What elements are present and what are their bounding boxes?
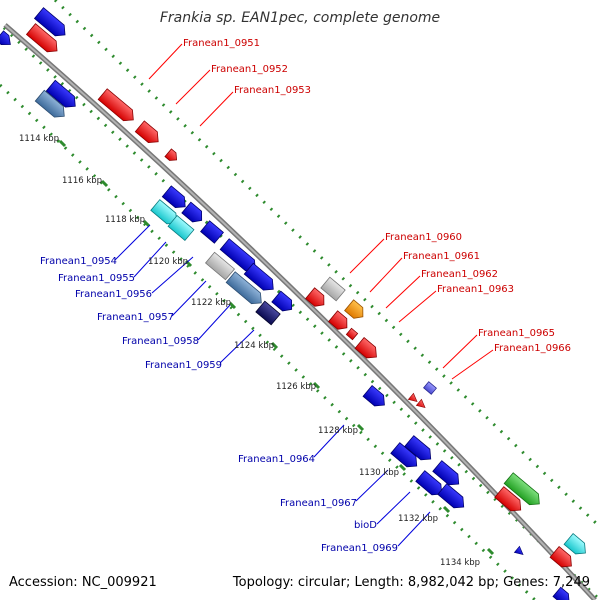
gene-top-left-blue[interactable]	[33, 7, 69, 41]
tick-labels: 1114 kbp 1116 kbp 1118 kbp 1120 kbp 1122…	[19, 134, 480, 568]
gene-label[interactable]: Franean1_0960	[385, 232, 462, 243]
tick-label: 1130 kbp	[359, 468, 399, 478]
leader-lines-bottom	[114, 224, 431, 547]
gene-franean1-0966-b[interactable]	[415, 398, 427, 410]
gene-left-steel[interactable]	[34, 89, 69, 121]
gene-franean1-0960[interactable]	[320, 276, 346, 302]
map-title: Frankia sp. EAN1pec, complete genome	[160, 10, 440, 26]
tick-label: 1126 kbp	[276, 382, 316, 392]
gene-franean1-0961[interactable]	[305, 287, 329, 310]
gene-label[interactable]: Franean1_0967	[280, 498, 357, 509]
gene-cluster-1118-blue-a[interactable]	[161, 185, 189, 212]
gene-franean1-0964[interactable]	[362, 385, 389, 411]
gene-franean1-0963[interactable]	[328, 310, 352, 333]
gene-label[interactable]: Franean1_0952	[211, 64, 288, 75]
gene-1134-cyan[interactable]	[563, 533, 590, 559]
leader-lines-top	[148, 43, 494, 380]
gene-franean1-0967[interactable]	[390, 442, 421, 472]
gene-1124-navy[interactable]	[255, 300, 281, 326]
gene-label[interactable]: Franean1_0969	[321, 543, 398, 554]
tick-label: 1120 kbp	[148, 257, 188, 267]
gene-blocks	[0, 7, 590, 600]
gene-left-edge[interactable]	[0, 30, 14, 49]
gene-1124-blue[interactable]	[243, 262, 278, 294]
accession-text: Accession: NC_009921	[9, 575, 157, 590]
gene-label[interactable]: Franean1_0965	[478, 328, 555, 339]
gene-left-blue[interactable]	[45, 79, 80, 111]
gene-bottom-edge-blue[interactable]	[552, 586, 573, 600]
tick-label: 1118 kbp	[105, 215, 145, 225]
gene-franean1-0959[interactable]	[271, 290, 296, 315]
gene-label[interactable]: Franean1_0957	[97, 312, 174, 323]
gene-franean1-0957[interactable]	[204, 251, 236, 281]
gene-label[interactable]: Franean1_0966	[494, 343, 571, 354]
gene-label[interactable]: Franean1_0962	[421, 269, 498, 280]
gene-1134-red[interactable]	[549, 546, 576, 572]
gene-top-left-red[interactable]	[25, 23, 61, 57]
gene-label[interactable]: Franean1_0955	[58, 273, 135, 284]
gene-1132-green[interactable]	[503, 472, 544, 509]
gene-labels-top: Franean1_0951 Franean1_0952 Franean1_095…	[183, 38, 571, 354]
guide-track-outer-top	[53, 0, 600, 529]
gene-franean1-0951[interactable]	[97, 88, 138, 125]
tick-label: 1128 kbp	[318, 426, 358, 436]
tick-label: 1124 kbp	[234, 341, 274, 351]
gene-franean1-0955[interactable]	[167, 215, 195, 241]
gene-label[interactable]: Franean1_0961	[403, 251, 480, 262]
gene-1130-blue-b[interactable]	[432, 460, 463, 490]
gene-franean1-0958[interactable]	[225, 271, 266, 308]
tick-label: 1134 kbp	[440, 558, 480, 568]
gene-franean1-0965[interactable]	[423, 381, 437, 395]
tick-label: 1122 kbp	[191, 298, 231, 308]
gene-franean1-0969[interactable]	[437, 483, 468, 513]
gene-label[interactable]: Franean1_0964	[238, 454, 315, 465]
gene-cluster-1118-blue-b[interactable]	[181, 201, 206, 226]
gene-franean1-0956[interactable]	[200, 220, 224, 244]
gene-label[interactable]: Franean1_0959	[145, 360, 222, 371]
genome-summary-text: Topology: circular; Length: 8,982,042 bp…	[232, 575, 590, 590]
gene-1134-blue-small[interactable]	[513, 545, 525, 557]
tick-marks	[58, 139, 495, 556]
gene-label[interactable]: Franean1_0954	[40, 256, 117, 267]
guide-track-inner-bottom	[0, 83, 537, 600]
gene-1124-red-arrow[interactable]	[354, 337, 381, 363]
gene-franean1-0962[interactable]	[344, 299, 368, 322]
tick-label: 1132 kbp	[398, 514, 438, 524]
gene-1132-red[interactable]	[494, 486, 525, 516]
tick-label: 1114 kbp	[19, 134, 59, 144]
gene-1124-red-small[interactable]	[345, 327, 359, 341]
gene-label[interactable]: Franean1_0958	[122, 336, 199, 347]
gene-labels-bottom: Franean1_0954 Franean1_0955 Franean1_095…	[40, 256, 398, 554]
gene-franean1-0966-a[interactable]	[407, 392, 419, 404]
gene-label[interactable]: Franean1_0953	[234, 85, 311, 96]
gene-label[interactable]: Franean1_0956	[75, 289, 152, 300]
gene-label[interactable]: bioD	[354, 520, 377, 531]
tick-label: 1116 kbp	[62, 176, 102, 186]
gene-1130-blue-a[interactable]	[404, 435, 435, 465]
gene-label[interactable]: Franean1_0963	[437, 284, 514, 295]
gene-franean1-0952[interactable]	[134, 120, 162, 147]
gene-label[interactable]: Franean1_0951	[183, 38, 260, 49]
gene-franean1-0953[interactable]	[164, 148, 180, 164]
gene-biod[interactable]	[415, 470, 446, 500]
